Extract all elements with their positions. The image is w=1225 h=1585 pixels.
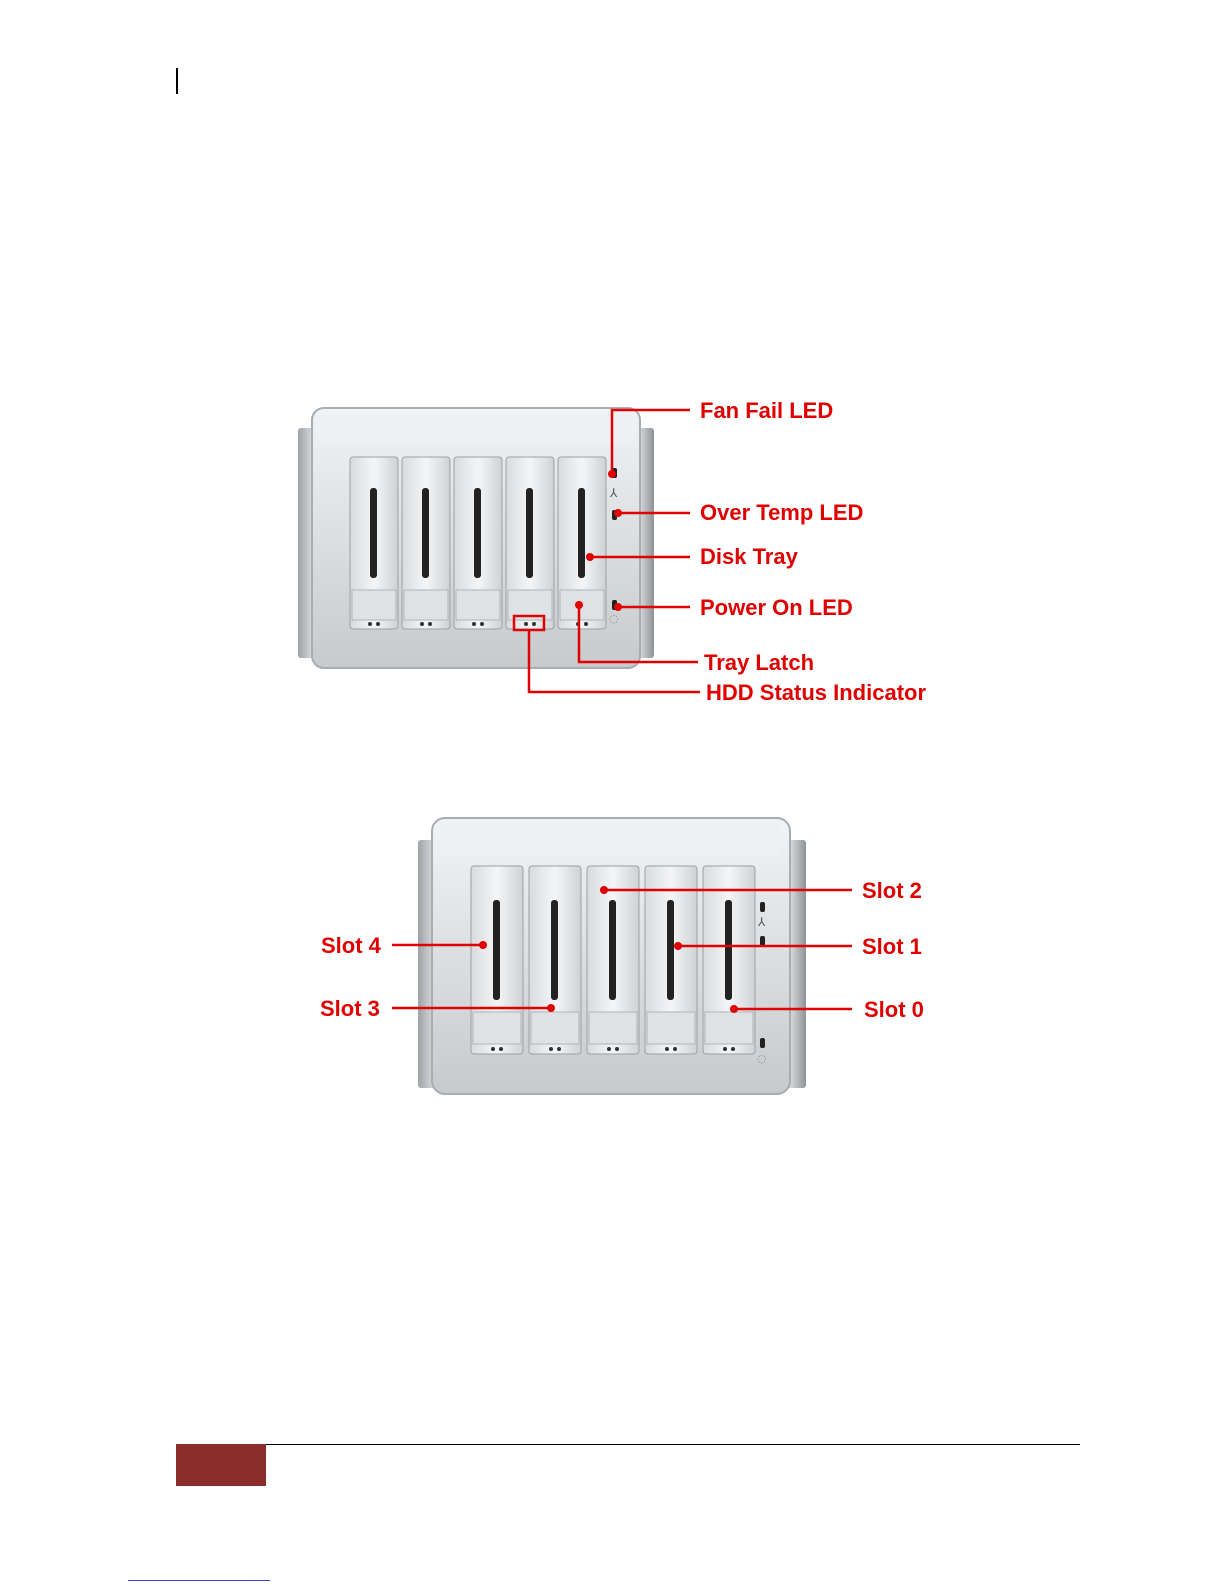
footer-rule [176, 1444, 1080, 1445]
label-slot-1: Slot 1 [862, 934, 922, 959]
label-hdd-status-indicator: HDD Status Indicator [706, 680, 926, 705]
label-disk-tray: Disk Tray [700, 544, 799, 569]
figure-1-enclosure: ⅄ ◌ [298, 408, 654, 668]
figure-2-trays [471, 866, 755, 1054]
label-fan-fail-led: Fan Fail LED [700, 398, 833, 423]
svg-text:◌: ◌ [609, 612, 619, 625]
footer-link-underline [128, 1580, 270, 1581]
label-slot-0: Slot 0 [864, 997, 924, 1022]
label-slot-4: Slot 4 [321, 933, 382, 958]
label-slot-3: Slot 3 [320, 996, 380, 1021]
svg-text:◌: ◌ [757, 1052, 767, 1065]
footer-page-block [176, 1444, 266, 1486]
label-over-temp-led: Over Temp LED [700, 500, 863, 525]
figure-1-trays [350, 457, 606, 629]
label-power-on-led: Power On LED [700, 595, 853, 620]
svg-text:⅄: ⅄ [609, 486, 618, 500]
label-tray-latch: Tray Latch [704, 650, 814, 675]
label-slot-2: Slot 2 [862, 878, 922, 903]
figure-2-enclosure: ⅄ ◌ [418, 818, 806, 1094]
svg-text:⅄: ⅄ [757, 915, 766, 929]
